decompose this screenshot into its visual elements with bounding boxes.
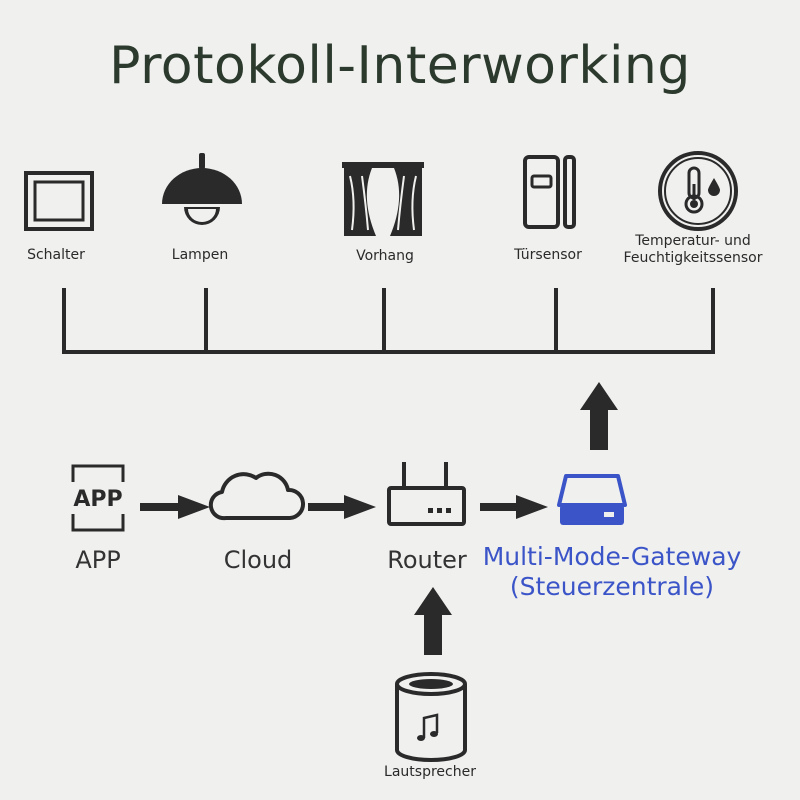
- device-label-lampen: Lampen: [171, 247, 229, 263]
- node-label-router: Router: [387, 546, 467, 574]
- node-label-cloud: Cloud: [223, 546, 293, 574]
- app-icon-text: APP: [73, 487, 122, 512]
- device-label-temperature-line2: Feuchtigkeitssensor: [623, 250, 763, 266]
- node-label-gateway: Multi-Mode-Gateway (Steuerzentrale): [466, 542, 758, 602]
- arrow-right-icon: [480, 495, 548, 519]
- node-label-speaker: Lautsprecher: [384, 764, 476, 780]
- device-label-vorhang: Vorhang: [356, 248, 414, 264]
- device-label-schalter: Schalter: [27, 247, 85, 263]
- device-bus: [62, 288, 715, 354]
- router-icon: [387, 462, 466, 526]
- gateway-label-line2: (Steuerzentrale): [509, 572, 715, 601]
- door-sensor-icon: [523, 155, 576, 229]
- app-icon: [71, 464, 125, 532]
- cloud-icon: [208, 471, 306, 521]
- arrow-up-icon: [414, 587, 452, 655]
- lamp-icon: [162, 153, 242, 225]
- device-label-tuersensor: Türsensor: [514, 247, 582, 263]
- node-label-app: APP: [75, 546, 121, 574]
- gateway-label-line1: Multi-Mode-Gateway: [482, 542, 742, 571]
- arrow-up-icon: [580, 382, 618, 450]
- speaker-icon: [395, 672, 467, 762]
- arrow-right-icon: [140, 495, 210, 519]
- gateway-icon: [557, 474, 627, 525]
- arrow-right-icon: [308, 495, 376, 519]
- diagram-title: Protokoll-Interworking: [109, 36, 691, 96]
- switch-icon: [24, 171, 94, 231]
- thermometer-icon: [658, 151, 738, 231]
- device-label-temperature: Temperatur- und Feuchtigkeitssensor: [608, 233, 778, 267]
- device-label-temperature-line1: Temperatur- und: [635, 233, 751, 249]
- curtain-icon: [342, 162, 424, 236]
